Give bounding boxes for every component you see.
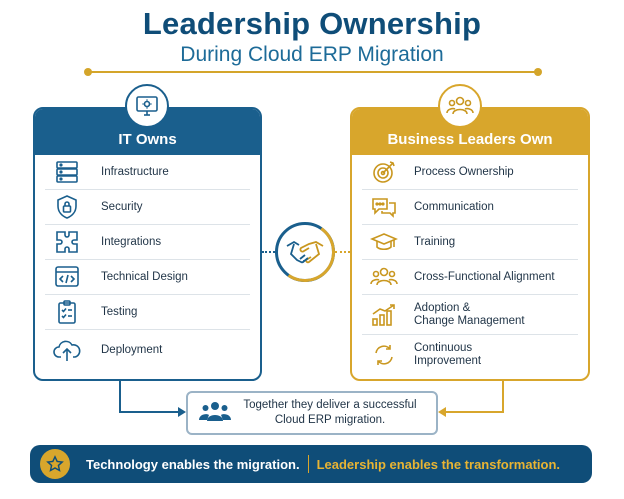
list-item: Adoption & Change Management xyxy=(362,295,578,335)
together-callout: Together they deliver a successful Cloud… xyxy=(186,391,438,435)
growth-chart-icon xyxy=(362,302,406,328)
list-item: Continuous Improvement xyxy=(362,335,578,375)
banner-divider xyxy=(307,455,309,473)
list-item-label: Adoption & Change Management xyxy=(406,302,525,328)
list-item-label: Communication xyxy=(414,200,494,213)
list-item-label-line2: Improvement xyxy=(414,355,482,367)
handshake-icon xyxy=(275,222,335,282)
list-item-label: Deployment xyxy=(101,343,163,356)
business-leaders-own-panel: Business Leaders Own Process Ownership C… xyxy=(350,107,590,381)
computer-gear-icon xyxy=(125,84,169,128)
list-item: Process Ownership xyxy=(362,155,578,190)
list-item: Infrastructure xyxy=(45,155,250,190)
graduation-cap-icon xyxy=(362,229,406,255)
list-item-label: Testing xyxy=(101,305,138,318)
list-item: Communication xyxy=(362,190,578,225)
list-item: Security xyxy=(45,190,250,225)
people-group-icon xyxy=(438,84,482,128)
list-item-label-line1: Adoption & xyxy=(414,301,471,314)
target-icon xyxy=(362,159,406,185)
list-item-label: Integrations xyxy=(101,235,162,248)
it-owns-header: IT Owns xyxy=(35,109,260,155)
list-item: Integrations xyxy=(45,225,250,260)
star-icon xyxy=(40,449,70,479)
list-item-label: Infrastructure xyxy=(101,165,169,178)
banner-right-text: Leadership enables the transformation. xyxy=(316,456,561,472)
connector-dots-left xyxy=(262,251,275,253)
list-item-label: Technical Design xyxy=(101,270,188,283)
together-text: Together they deliver a successful Cloud… xyxy=(232,398,428,428)
together-line1: Together they deliver a successful xyxy=(243,399,417,411)
list-item: Training xyxy=(362,225,578,260)
team-icon xyxy=(362,264,406,290)
chat-bubbles-icon xyxy=(362,194,406,220)
clipboard-checklist-icon xyxy=(45,299,89,325)
code-window-icon xyxy=(45,264,89,290)
connector-dots-right xyxy=(335,251,350,253)
puzzle-icon xyxy=(45,229,89,255)
list-item-label: Cross-Functional Alignment xyxy=(414,270,555,283)
cloud-upload-icon xyxy=(45,337,89,363)
list-item: Deployment xyxy=(45,330,250,370)
list-item-label-line2: Change Management xyxy=(414,314,525,327)
banner-left-text: Technology enables the migration. xyxy=(86,456,300,472)
bottom-banner: Technology enables the migration. Leader… xyxy=(30,445,592,483)
list-item-label-line1: Continuous xyxy=(414,342,473,354)
list-item-label: Process Ownership xyxy=(414,165,514,178)
list-item-label: Continuous Improvement xyxy=(406,342,481,368)
cycle-arrows-icon xyxy=(362,342,406,368)
shield-lock-icon xyxy=(45,194,89,220)
it-owns-panel: IT Owns Infrastructure Security xyxy=(33,107,262,381)
title-divider xyxy=(84,68,542,76)
list-item-label: Training xyxy=(414,235,456,248)
list-item: Technical Design xyxy=(45,260,250,295)
team-icon xyxy=(198,399,232,428)
server-icon xyxy=(45,159,89,185)
list-item-label: Security xyxy=(101,200,143,213)
page-subtitle: During Cloud ERP Migration xyxy=(180,43,444,66)
list-item: Cross-Functional Alignment xyxy=(362,260,578,295)
list-item: Testing xyxy=(45,295,250,330)
together-line2: Cloud ERP migration. xyxy=(274,414,386,426)
page-title: Leadership Ownership xyxy=(142,6,482,41)
